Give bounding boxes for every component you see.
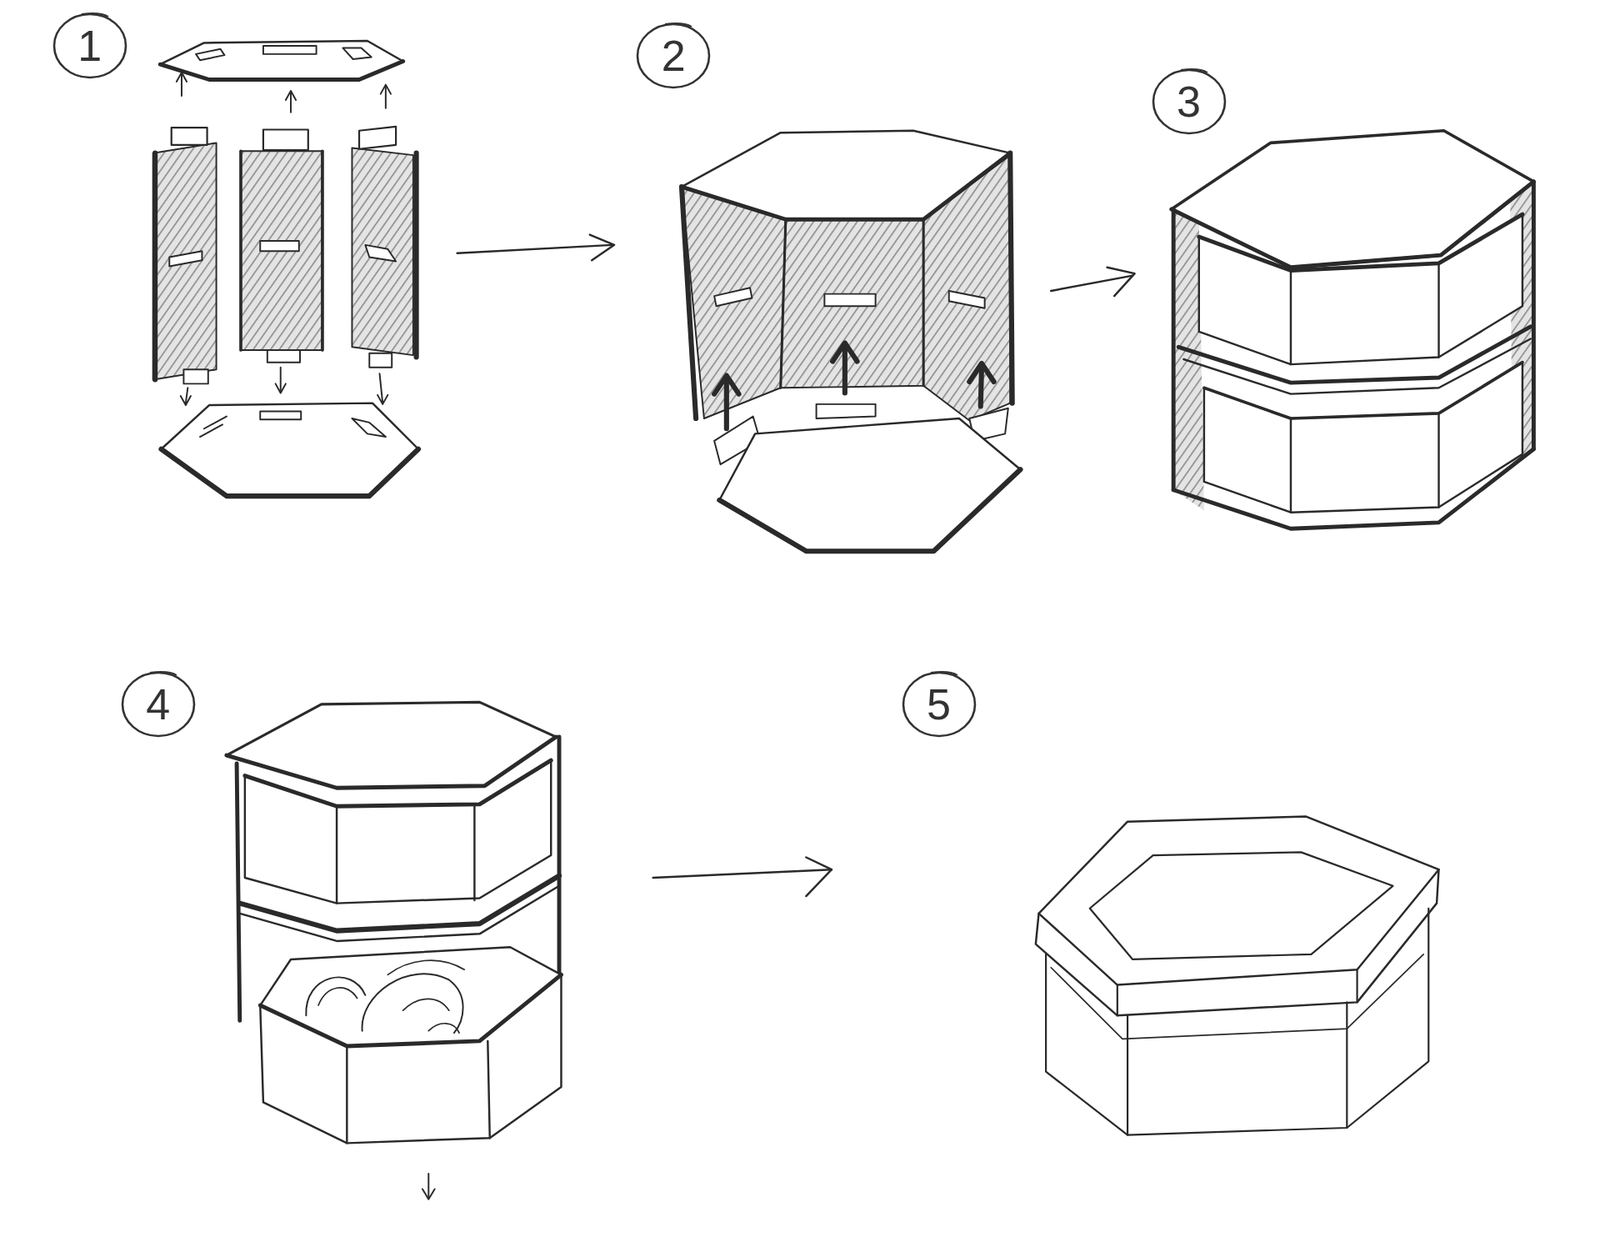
circle-stroke bbox=[637, 24, 710, 88]
step-3-cabinet bbox=[1171, 130, 1535, 530]
step-number: 5 bbox=[926, 682, 951, 726]
step-1-parts bbox=[153, 40, 419, 496]
step-number-circle: 5 bbox=[900, 670, 978, 739]
circle-stroke bbox=[903, 672, 975, 736]
step-number: 3 bbox=[1176, 80, 1201, 124]
circle-overlap-stroke bbox=[1180, 69, 1208, 73]
step-number: 2 bbox=[661, 34, 686, 78]
step-arrow bbox=[457, 235, 615, 261]
circle-overlap-stroke bbox=[930, 671, 958, 675]
circle-overlap-stroke bbox=[81, 13, 109, 17]
circle-stroke bbox=[1153, 70, 1225, 134]
circle-overlap-stroke bbox=[665, 23, 692, 27]
circle-stroke bbox=[54, 14, 126, 78]
step-number: 1 bbox=[77, 24, 102, 68]
step-number-circle: 1 bbox=[51, 11, 129, 80]
step-number-circle: 3 bbox=[1150, 67, 1228, 136]
step-number-circle: 4 bbox=[120, 670, 197, 739]
step-number: 4 bbox=[145, 682, 170, 726]
step-4-cabinet-open bbox=[226, 701, 562, 1199]
step-number-circle: 2 bbox=[635, 21, 712, 90]
step-arrow bbox=[653, 857, 832, 897]
step-2-walls bbox=[681, 130, 1021, 551]
step-5-closed-box bbox=[1035, 816, 1440, 1135]
step-arrow bbox=[1050, 267, 1135, 296]
circle-overlap-stroke bbox=[150, 671, 177, 675]
circle-stroke bbox=[122, 672, 195, 736]
